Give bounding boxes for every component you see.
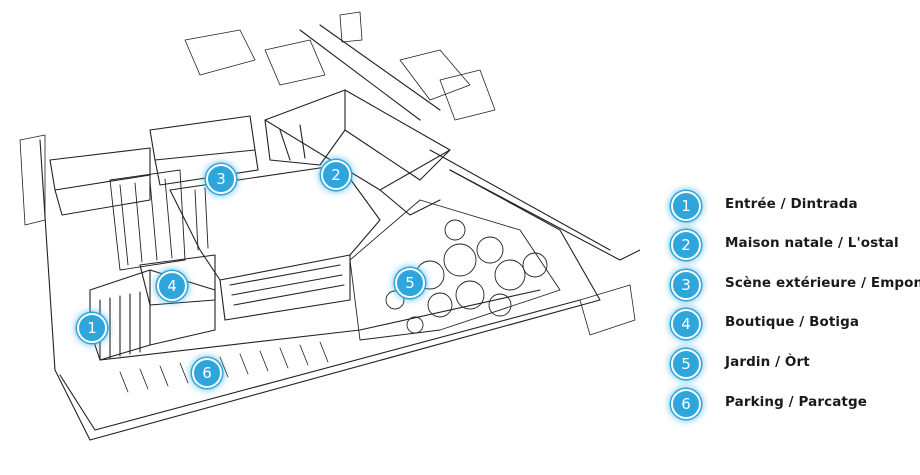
marker-number: 3 — [216, 170, 226, 188]
legend-item-scene-exterieure[interactable]: 3 Scène extérieure / Empont — [669, 269, 920, 301]
legend-badge: 5 — [671, 349, 701, 379]
legend-badge: 4 — [671, 309, 701, 339]
marker-number: 1 — [87, 319, 97, 337]
site-ground — [39, 24, 640, 441]
map-marker-4[interactable]: 4 — [157, 271, 187, 301]
legend-item-parking[interactable]: 6 Parking / Parcatge — [669, 388, 919, 420]
marker-number: 5 — [405, 274, 415, 292]
legend-item-entree[interactable]: 1 Entrée / Dintrada — [669, 190, 919, 222]
map-marker-1[interactable]: 1 — [77, 313, 107, 343]
legend-label: Entrée / Dintrada — [725, 196, 858, 212]
marker-number: 6 — [202, 364, 212, 382]
map-marker-3[interactable]: 3 — [206, 164, 236, 194]
marker-number: 2 — [331, 166, 341, 184]
birth-house — [264, 89, 451, 216]
legend-label: Maison natale / L'ostal — [725, 235, 899, 251]
legend-badge: 3 — [671, 270, 701, 300]
marker-number: 4 — [167, 277, 177, 295]
map-marker-6[interactable]: 6 — [192, 358, 222, 388]
legend-label: Boutique / Botiga — [725, 314, 860, 330]
garden — [349, 199, 561, 341]
site-sketch — [19, 11, 640, 441]
legend-item-maison-natale[interactable]: 2 Maison natale / L'ostal — [669, 229, 919, 261]
pergola — [109, 169, 209, 271]
map-marker-5[interactable]: 5 — [395, 268, 425, 298]
legend-label: Scène extérieure / Empont — [725, 275, 920, 291]
legend-label: Jardin / Òrt — [725, 354, 810, 370]
legend-item-boutique[interactable]: 4 Boutique / Botiga — [669, 308, 919, 340]
courtyard — [169, 164, 381, 321]
legend-item-jardin[interactable]: 5 Jardin / Òrt — [669, 348, 919, 380]
legend-badge: 6 — [671, 389, 701, 419]
parking-lines — [119, 341, 329, 393]
legend-badge: 2 — [671, 230, 701, 260]
map-marker-2[interactable]: 2 — [321, 160, 351, 190]
legend-badge: 1 — [671, 191, 701, 221]
legend-label: Parking / Parcatge — [725, 394, 867, 410]
entrance-building — [89, 254, 216, 361]
background-houses — [19, 11, 636, 336]
